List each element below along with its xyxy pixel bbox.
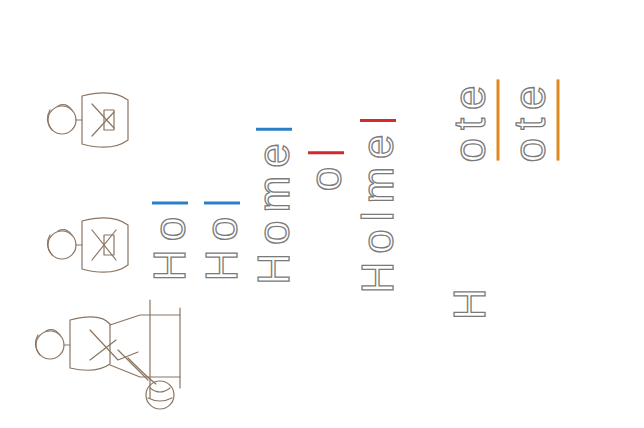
word-label: Holme xyxy=(356,126,400,293)
word-label: ote xyxy=(508,77,552,162)
divider-bar xyxy=(204,201,240,204)
word-label: o xyxy=(304,159,348,191)
person-figure xyxy=(47,93,128,147)
word-label: H xyxy=(448,280,492,320)
divider-bar xyxy=(497,79,500,160)
divider-bar xyxy=(152,201,188,204)
word-label: ote xyxy=(448,77,492,162)
word-label: Home xyxy=(252,135,296,284)
seated-person-figure xyxy=(35,300,180,409)
divider-bar xyxy=(557,79,560,160)
divider-bar xyxy=(256,128,292,131)
person-figure xyxy=(47,218,128,272)
divider-bar xyxy=(360,119,396,122)
divider-bar xyxy=(308,151,344,154)
word-label: Ho xyxy=(200,209,244,281)
word-label: Ho xyxy=(148,209,192,281)
